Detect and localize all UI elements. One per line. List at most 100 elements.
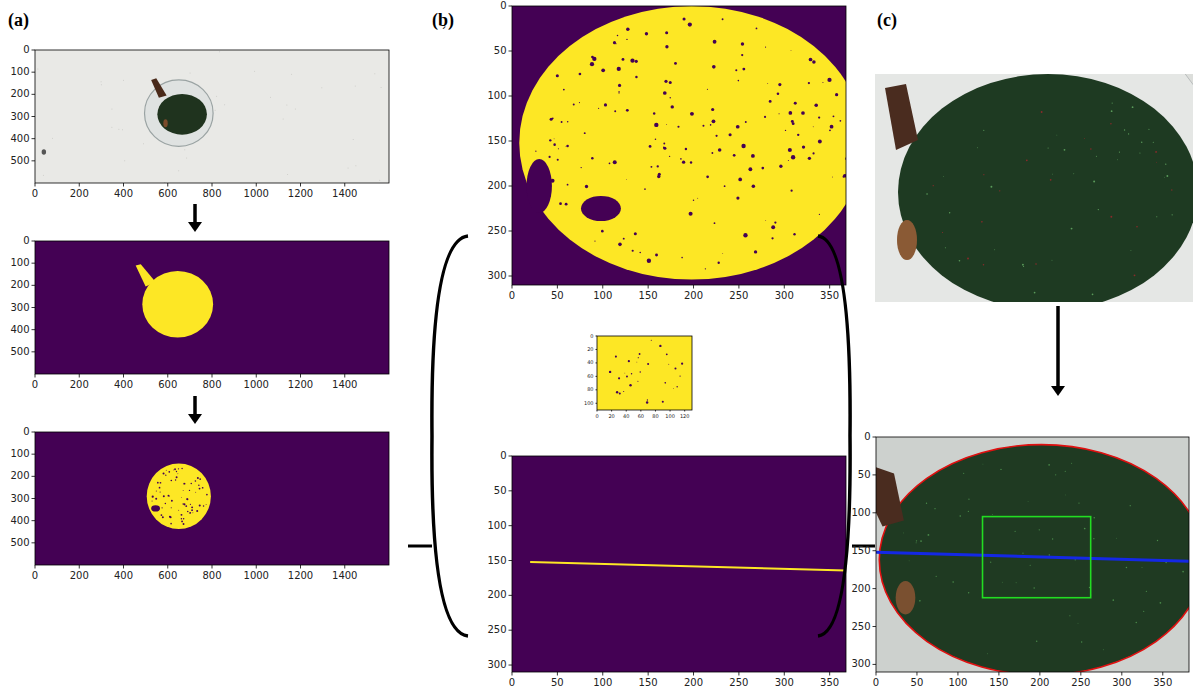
tick-label: 400: [10, 516, 29, 526]
speckle: [663, 91, 667, 95]
image-shape: [147, 463, 211, 529]
tick-mark: [1162, 672, 1163, 676]
tick-label: 80: [587, 387, 593, 392]
speckle: [987, 653, 989, 655]
speckle: [1055, 474, 1056, 475]
tick-mark: [212, 565, 213, 569]
speckle: [959, 260, 961, 262]
speckle: [584, 132, 586, 134]
speckle: [1130, 505, 1131, 506]
speckle: [788, 148, 792, 152]
tick-label: 150: [851, 546, 870, 556]
speckle: [155, 498, 157, 500]
speckle: [976, 147, 978, 149]
tick-mark: [32, 72, 36, 73]
tick-label: 1200: [288, 189, 313, 199]
tick-mark: [648, 285, 649, 289]
speckle: [1112, 103, 1113, 104]
speckle: [556, 74, 559, 77]
tick-label: 250: [729, 678, 748, 688]
tick-mark: [212, 183, 213, 187]
tick-label: 0: [873, 678, 879, 688]
speckle: [657, 165, 659, 167]
speckle: [626, 178, 628, 180]
speckle: [1116, 537, 1118, 539]
image-shape: [151, 78, 166, 97]
tick-mark: [640, 410, 641, 412]
tick-label: 1000: [244, 189, 269, 199]
speckle: [743, 233, 747, 237]
accent-mark: ´: [440, 26, 447, 40]
speckle: [1157, 540, 1158, 541]
tick-mark: [693, 285, 694, 289]
arrow-head: [188, 414, 202, 424]
tick-mark: [509, 525, 513, 526]
tick-mark: [300, 183, 301, 187]
tick-mark: [509, 665, 513, 666]
plot-frame: [597, 336, 692, 410]
plot-image: [35, 432, 389, 565]
speckle: [1111, 110, 1113, 112]
speckle: [1035, 263, 1037, 265]
speckle: [613, 41, 616, 44]
speckle: [827, 78, 831, 82]
plot-frame: [35, 432, 389, 565]
tick-label: 200: [487, 590, 506, 600]
speckle: [712, 119, 716, 123]
tick-label: 200: [684, 291, 703, 301]
tick-label: 50: [494, 46, 507, 56]
tick-mark: [738, 672, 739, 676]
speckle: [614, 110, 616, 112]
tick-label: 20: [608, 414, 614, 419]
tick-label: 300: [10, 494, 29, 504]
tick-label: 1400: [332, 571, 357, 581]
tick-mark: [509, 630, 513, 631]
axis-line: [530, 562, 846, 571]
axis-line: [876, 552, 1189, 561]
tick-label: 300: [487, 660, 506, 670]
speckle: [594, 240, 595, 241]
speckle: [195, 480, 197, 482]
speckle: [644, 188, 646, 190]
speckle: [963, 473, 964, 474]
tick-label: 250: [1071, 678, 1090, 688]
speckle: [579, 73, 582, 76]
speckle: [585, 185, 588, 188]
axis-ticks: [873, 437, 1163, 676]
tick-mark: [32, 329, 36, 330]
speckle: [171, 500, 173, 502]
speckle: [626, 39, 627, 40]
speckle: [840, 120, 842, 122]
speckle: [186, 157, 187, 158]
speckle: [676, 386, 677, 387]
speckle: [741, 144, 745, 148]
speckle: [818, 116, 820, 118]
plot-image: [512, 456, 846, 672]
speckle: [741, 54, 743, 56]
speckle: [665, 45, 668, 48]
tick-label: 150: [989, 678, 1008, 688]
tick-label: 800: [202, 189, 221, 199]
speckle: [355, 85, 356, 86]
speckle: [843, 176, 845, 178]
speckle: [779, 165, 782, 168]
speckle: [52, 138, 53, 139]
speckle: [180, 496, 182, 498]
speckle: [812, 60, 816, 64]
speckle: [752, 185, 756, 189]
speckle: [674, 62, 677, 65]
speckle: [742, 68, 745, 71]
speckle: [777, 92, 780, 95]
speckle: [790, 190, 792, 192]
speckle: [205, 504, 207, 506]
tick-mark: [32, 116, 36, 117]
speckle: [968, 498, 969, 499]
speckle: [649, 145, 652, 148]
tick-label: 100: [593, 678, 612, 688]
speckle: [161, 507, 162, 508]
speckle: [797, 134, 799, 136]
tick-label: 100: [10, 67, 29, 77]
tick-mark: [256, 374, 257, 378]
image-shape: [875, 74, 1193, 302]
